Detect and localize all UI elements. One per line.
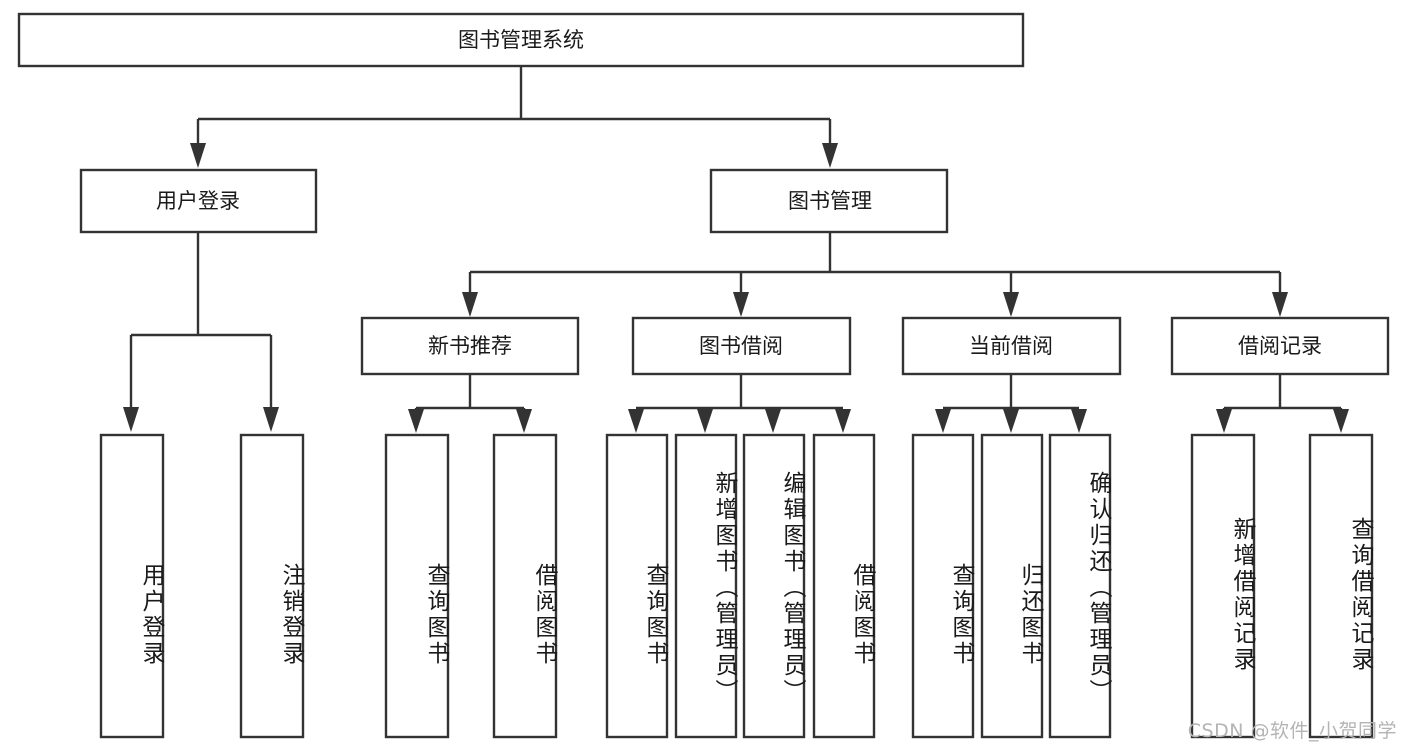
arrow-head-icon xyxy=(516,409,532,433)
arrow-head-icon xyxy=(1216,409,1232,433)
arrow-head-icon xyxy=(1071,409,1087,433)
node-borrow-record-box[interactable] xyxy=(1170,316,1390,376)
arrow-head-icon xyxy=(263,407,279,432)
leaf-box-borrow-book[interactable] xyxy=(812,433,876,739)
edge-group-currentborrow-to-leaves xyxy=(935,374,1087,433)
node-user-login-label: 用户登录 xyxy=(156,189,240,213)
arrow-head-icon xyxy=(123,407,139,432)
node-book-management-label: 图书管理 xyxy=(788,189,872,213)
arrow-head-icon xyxy=(835,409,851,433)
arrow-head-icon xyxy=(1333,409,1349,433)
node-current-borrow-box[interactable] xyxy=(901,316,1122,376)
arrow-head-icon xyxy=(697,409,713,433)
watermark-text: CSDN @软件_小贺同学 xyxy=(1187,720,1397,742)
arrow-head-icon xyxy=(628,409,644,433)
node-root[interactable]: 图书管理系统 xyxy=(17,12,1025,68)
leaf-box-query-book-new[interactable] xyxy=(384,433,450,739)
leaf-box-add-borrow-record[interactable] xyxy=(1190,433,1256,739)
arrow-head-icon xyxy=(765,409,781,433)
node-current-borrow[interactable]: 当前借阅 xyxy=(901,316,1122,376)
arrow-head-icon xyxy=(190,143,206,168)
node-borrow-record-label: 借阅记录 xyxy=(1238,334,1322,358)
arrow-head-icon xyxy=(1003,292,1019,317)
node-book-management-box[interactable] xyxy=(709,168,949,234)
arrow-head-icon xyxy=(733,292,749,317)
arrow-head-icon xyxy=(822,143,838,168)
node-borrow-record[interactable]: 借阅记录 xyxy=(1170,316,1390,376)
leaf-box-user-login[interactable] xyxy=(99,433,165,739)
leaf-box-confirm-return-admin[interactable] xyxy=(1048,433,1112,739)
edge-group-root-to-level2 xyxy=(190,66,838,168)
leaf-box-add-book-admin[interactable] xyxy=(674,433,738,739)
edge-group-bookmgmt-to-level3 xyxy=(462,232,1288,317)
leaf-box-return-book[interactable] xyxy=(980,433,1044,739)
leaf-box-query-borrow-record[interactable] xyxy=(1308,433,1374,739)
leaf-box-query-book-current[interactable] xyxy=(911,433,975,739)
leaf-box-logout[interactable] xyxy=(239,433,305,739)
leaf-box-query-book-borrow[interactable] xyxy=(605,433,669,739)
edge-group-userlogin-to-leaves xyxy=(123,232,279,432)
node-book-borrow[interactable]: 图书借阅 xyxy=(631,316,852,376)
node-book-borrow-label: 图书借阅 xyxy=(699,334,783,358)
node-book-borrow-box[interactable] xyxy=(631,316,852,376)
node-root-box[interactable] xyxy=(17,12,1025,68)
node-new-book-recommend-label: 新书推荐 xyxy=(428,334,512,358)
leaf-box-edit-book-admin[interactable] xyxy=(742,433,806,739)
edge-group-borrowrecord-to-leaves xyxy=(1216,374,1349,433)
node-book-management[interactable]: 图书管理 xyxy=(709,168,949,234)
node-user-login[interactable]: 用户登录 xyxy=(79,168,318,234)
edge-group-newbook-to-leaves xyxy=(408,374,532,433)
arrow-head-icon xyxy=(935,409,951,433)
arrow-head-icon xyxy=(408,409,424,433)
leaf-box-borrow-book-new[interactable] xyxy=(492,433,558,739)
node-new-book-recommend[interactable]: 新书推荐 xyxy=(360,316,580,376)
arrow-head-icon xyxy=(1272,292,1288,317)
node-new-book-recommend-box[interactable] xyxy=(360,316,580,376)
arrow-head-icon xyxy=(1003,409,1019,433)
arrow-head-icon xyxy=(462,292,478,317)
node-current-borrow-label: 当前借阅 xyxy=(969,334,1053,358)
node-root-label: 图书管理系统 xyxy=(458,28,584,52)
edge-group-bookborrow-to-leaves xyxy=(628,374,851,433)
node-user-login-box[interactable] xyxy=(79,168,318,234)
